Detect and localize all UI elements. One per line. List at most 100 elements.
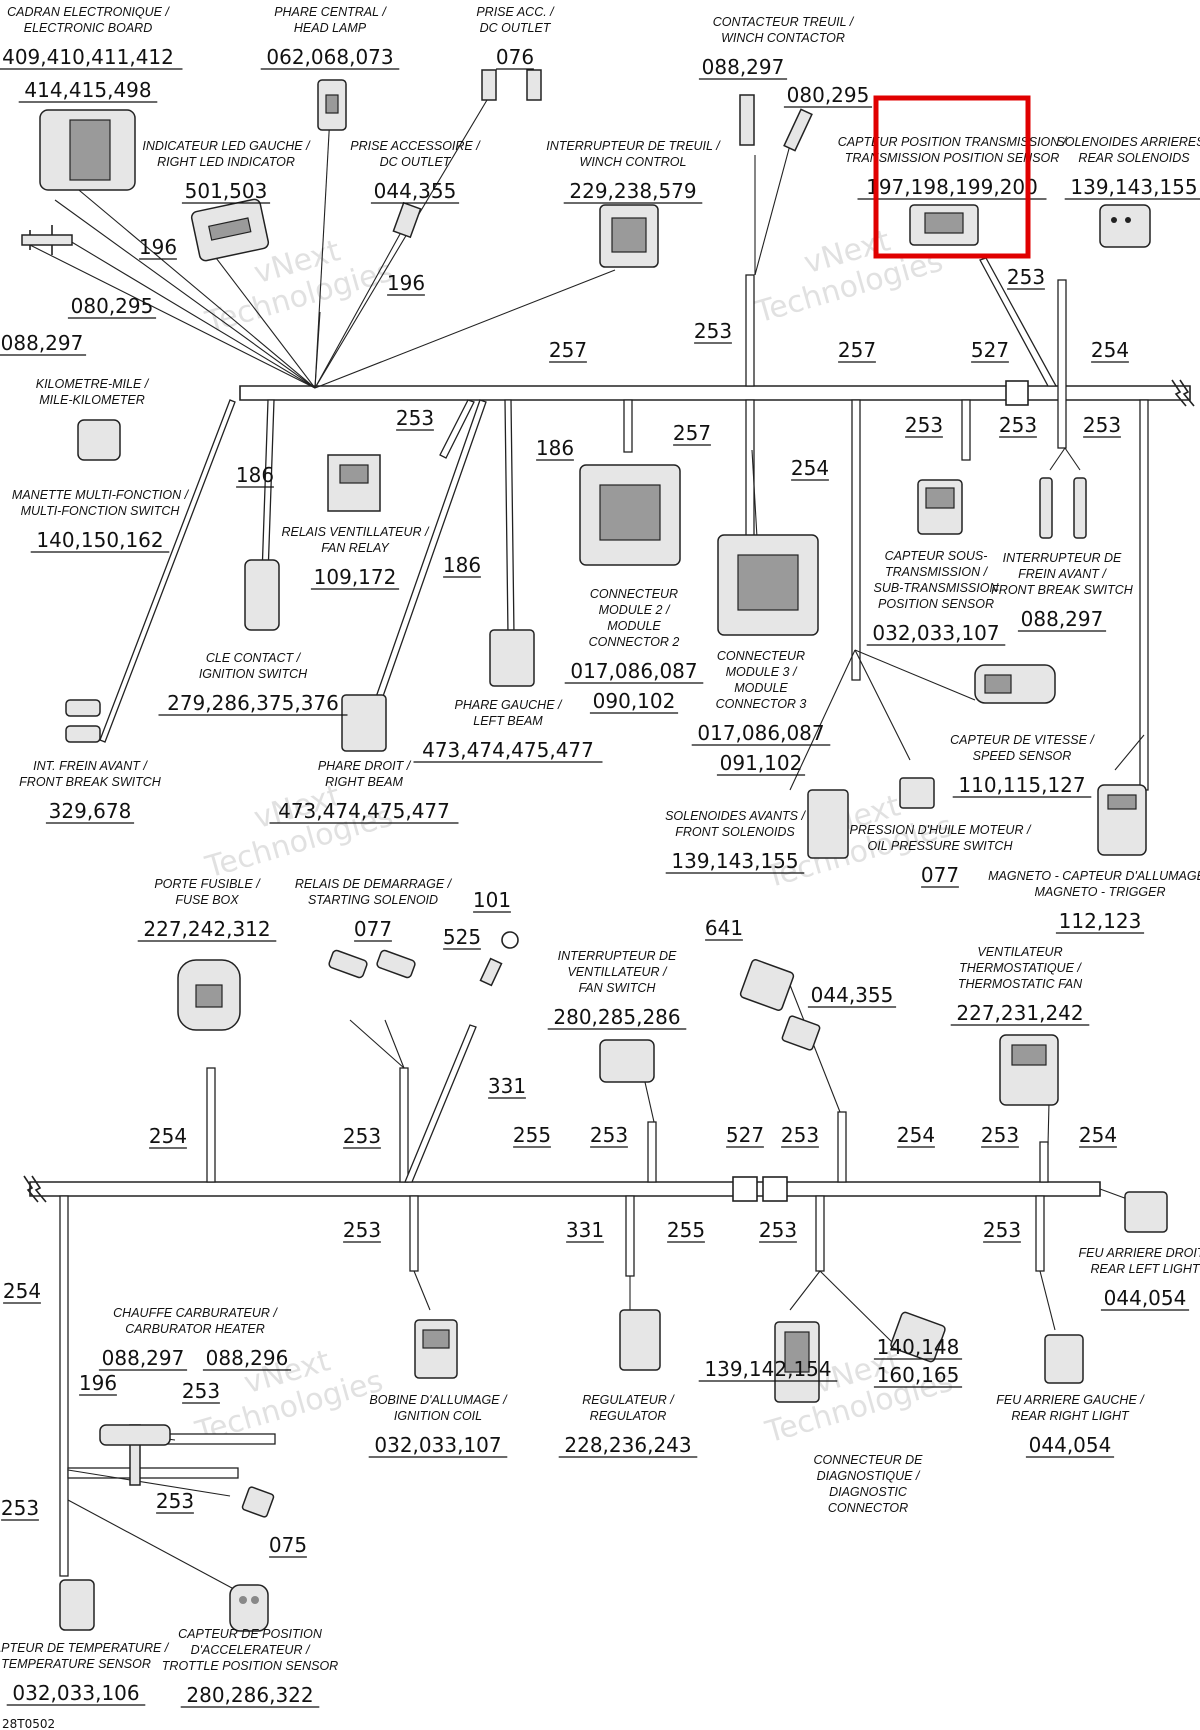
front-solenoids-title-line: FRONT SOLENOIDS	[675, 825, 795, 839]
front-brake-switch-l-part-numbers: 329,678	[49, 799, 132, 823]
electronic-board-connector	[21, 109, 136, 255]
branch-front-brake-l	[99, 399, 236, 743]
dc-outlet-title-line: PRISE ACCESSOIRE /	[350, 139, 481, 153]
trunk-break-mark	[31, 1175, 47, 1203]
winch-contactor-title-line: CONTACTEUR TREUIL /	[713, 15, 855, 29]
dc-outlet-top-title-line: PRISE ACC. /	[476, 5, 555, 19]
branch-tps-lead	[67, 1499, 246, 1596]
thermostatic-fan-part-numbers: 227,231,242	[956, 1001, 1083, 1025]
fan-switch-part-numbers: 280,285,286	[553, 1005, 680, 1029]
multi-function-switch-label: MANETTE MULTI-FONCTION /MULTI-FONCTION S…	[12, 488, 190, 553]
module-connector-2-title-line: CONNECTEUR	[590, 587, 678, 601]
module-connector-2-box	[579, 464, 681, 566]
left-beam-connector	[489, 629, 535, 687]
front-solenoids-title-line: SOLENOIDES AVANTS /	[665, 809, 806, 823]
module-connector-2-title-line: MODULE 2 /	[599, 603, 671, 617]
fuse-box-part-numbers: 227,242,312	[143, 917, 270, 941]
module-connector-3-title-line: MODULE 3 /	[726, 665, 798, 679]
branch-sub-trans	[961, 399, 971, 461]
wire-callout: 257	[838, 338, 876, 362]
winch-control-part-numbers: 229,238,579	[569, 179, 696, 203]
rear-solenoids-connector	[1099, 204, 1151, 248]
multi-function-switch-title-line: MANETTE MULTI-FONCTION /	[12, 488, 190, 502]
mile-km-title-line: MILE-KILOMETER	[39, 393, 145, 407]
dc-outlet-connector	[392, 201, 422, 239]
module-connector-2-title-line: MODULE	[607, 619, 661, 633]
head-lamp-title-line: HEAD LAMP	[294, 21, 367, 35]
rear-right-light-part-numbers: 044,054	[1029, 1433, 1112, 1457]
speed-sensor-title-line: SPEED SENSOR	[973, 749, 1072, 763]
front-brake-switch-l-title-line: FRONT BREAK SWITCH	[19, 775, 162, 789]
lower-harness	[23, 984, 1131, 1596]
front-brake-switch-r-part-numbers: 088,297	[1021, 607, 1104, 631]
wire-callout: 253	[343, 1124, 381, 1148]
carburator-heater-part-numbers: 088,297	[102, 1346, 185, 1370]
diagnostic-connector-part-numbers: 140,148	[877, 1335, 960, 1359]
branch-right-beam	[374, 399, 487, 703]
branch-tps	[67, 1467, 239, 1479]
ignition-switch-title-line: IGNITION SWITCH	[199, 667, 308, 681]
upper-connectors	[21, 69, 1151, 859]
fan-switch-title-line: FAN SWITCH	[579, 981, 657, 995]
mile-km-label: KILOMETRE-MILE /MILE-KILOMETER	[36, 377, 150, 407]
ignition-coil-connector	[414, 1319, 458, 1379]
winch-contactor-label: CONTACTEUR TREUIL /WINCH CONTACTOR088,29…	[698, 15, 873, 108]
branch-starting-solenoid	[399, 1067, 409, 1183]
head-lamp-title-line: PHARE CENTRAL /	[274, 5, 387, 19]
wire-callout: 253	[1007, 265, 1045, 289]
wire-callout: 255	[667, 1218, 705, 1242]
trunk-break-mark	[1171, 379, 1187, 407]
carb-075-connector	[241, 1486, 275, 1518]
starting-solenoid-title-line: RELAIS DE DEMARRAGE /	[295, 877, 453, 891]
branch-module-2	[623, 399, 633, 453]
branch-rear-right	[1035, 1195, 1045, 1272]
rear-solenoids-title-line: SOLENOIDES ARRIERES /	[1056, 135, 1200, 149]
main-trunk-upper	[239, 385, 1191, 401]
winch-contactor-terminals	[739, 94, 813, 152]
winch-contactor-part-numbers: 088,297	[702, 55, 785, 79]
ignition-coil-label: BOBINE D'ALLUMAGE /IGNITION COIL032,033,…	[368, 1393, 508, 1458]
wire-callout: 186	[443, 553, 481, 577]
wire-callout: 196	[79, 1371, 117, 1395]
front-brake-switch-r-title-line: FRONT BREAK SWITCH	[991, 583, 1134, 597]
branch-diag-low	[815, 1195, 825, 1272]
rear-left-light-connector	[1124, 1191, 1168, 1233]
head-lamp-connector	[317, 79, 347, 131]
ignition-coil-title-line: BOBINE D'ALLUMAGE /	[369, 1393, 508, 1407]
magneto-connector	[1097, 784, 1147, 856]
starting-solenoid-label: RELAIS DE DEMARRAGE /STARTING SOLENOID07…	[295, 877, 453, 942]
multi-function-switch-part-numbers: 140,150,162	[36, 528, 163, 552]
right-led-label: INDICATEUR LED GAUCHE /RIGHT LED INDICAT…	[142, 139, 311, 204]
branch-rear-sol	[1057, 279, 1067, 449]
branch-fan-relay	[439, 399, 475, 459]
wire-callout: 044,355	[811, 983, 894, 1007]
module-connector-2-title-line: CONNECTOR 2	[589, 635, 680, 649]
dc-outlet-top-terminals	[481, 69, 542, 101]
oil-pressure-switch-title-line: OIL PRESSURE SWITCH	[868, 839, 1014, 853]
front-solenoids-label: SOLENOIDES AVANTS /FRONT SOLENOIDS139,14…	[665, 809, 806, 874]
wire-callout: 253	[182, 1379, 220, 1403]
starting-solenoid-title-line: STARTING SOLENOID	[308, 893, 438, 907]
rear-right-light-title-line: REAR RIGHT LIGHT	[1011, 1409, 1130, 1423]
wire-callout: 254	[1079, 1123, 1117, 1147]
branch-trans-sensor	[979, 257, 1058, 387]
rear-solenoids-part-numbers: 139,143,155	[1070, 175, 1197, 199]
regulator-title-line: REGULATEUR /	[582, 1393, 675, 1407]
winch-control-title-line: INTERRUPTEUR DE TREUIL /	[546, 139, 721, 153]
upper-harness	[29, 94, 1195, 791]
diagnostic-connector-body	[774, 1321, 820, 1403]
wire-callout: 254	[897, 1123, 935, 1147]
sub-transmission-sensor-label: CAPTEUR SOUS-TRANSMISSION /SUB-TRANSMISS…	[866, 549, 1006, 646]
carburator-heater-title-line: CARBURATOR HEATER	[125, 1322, 265, 1336]
winch-contactor-part-numbers: 080,295	[787, 83, 870, 107]
diagnostic-connector-part-numbers: 139,142,154	[704, 1357, 831, 1381]
branch-thermo-fan	[1039, 1141, 1049, 1183]
sub-transmission-sensor-title-line: POSITION SENSOR	[878, 597, 994, 611]
sub-transmission-sensor-part-numbers: 032,033,107	[872, 621, 999, 645]
diagnostic-connector-title-line: CONNECTEUR DE	[813, 1453, 923, 1467]
wire-callout: 527	[726, 1123, 764, 1147]
